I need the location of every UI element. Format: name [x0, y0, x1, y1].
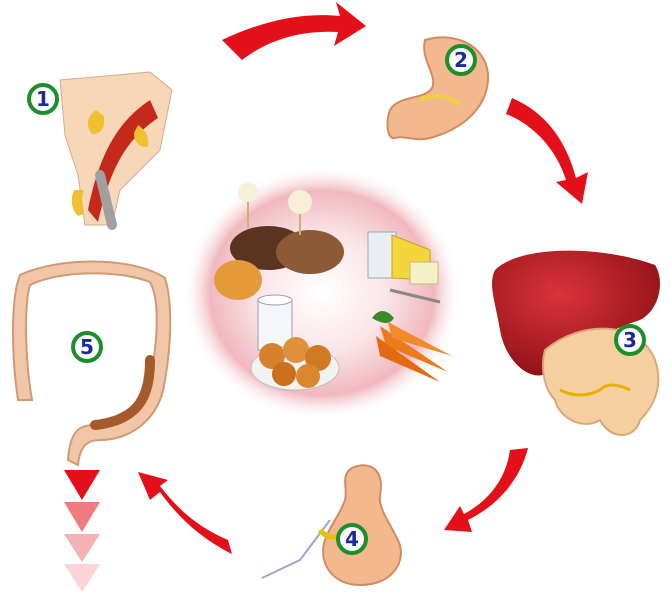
arrow-3-to-4: [444, 448, 528, 532]
arrow-2-to-3: [506, 98, 588, 204]
stage-number: 1: [36, 87, 50, 111]
stage-5-large-intestine: [13, 262, 170, 466]
stage-badge-3: 3: [616, 326, 644, 354]
stage-1-mouth: [60, 72, 172, 225]
stage-badge-4: 4: [338, 525, 366, 553]
stage-number: 3: [623, 328, 637, 352]
arrow-1-to-2: [222, 2, 366, 60]
stage-number: 4: [345, 527, 359, 551]
stage-number: 5: [80, 335, 94, 359]
stage-badge-1: 1: [29, 85, 57, 113]
center-food-plate: [182, 165, 462, 421]
exit-arrows: [64, 470, 100, 592]
stage-4-small-intestine: [262, 465, 401, 585]
arrow-4-to-5: [138, 472, 232, 554]
stage-badge-5: 5: [73, 333, 101, 361]
stage-number: 2: [454, 48, 468, 72]
stage-badge-2: 2: [447, 46, 475, 74]
